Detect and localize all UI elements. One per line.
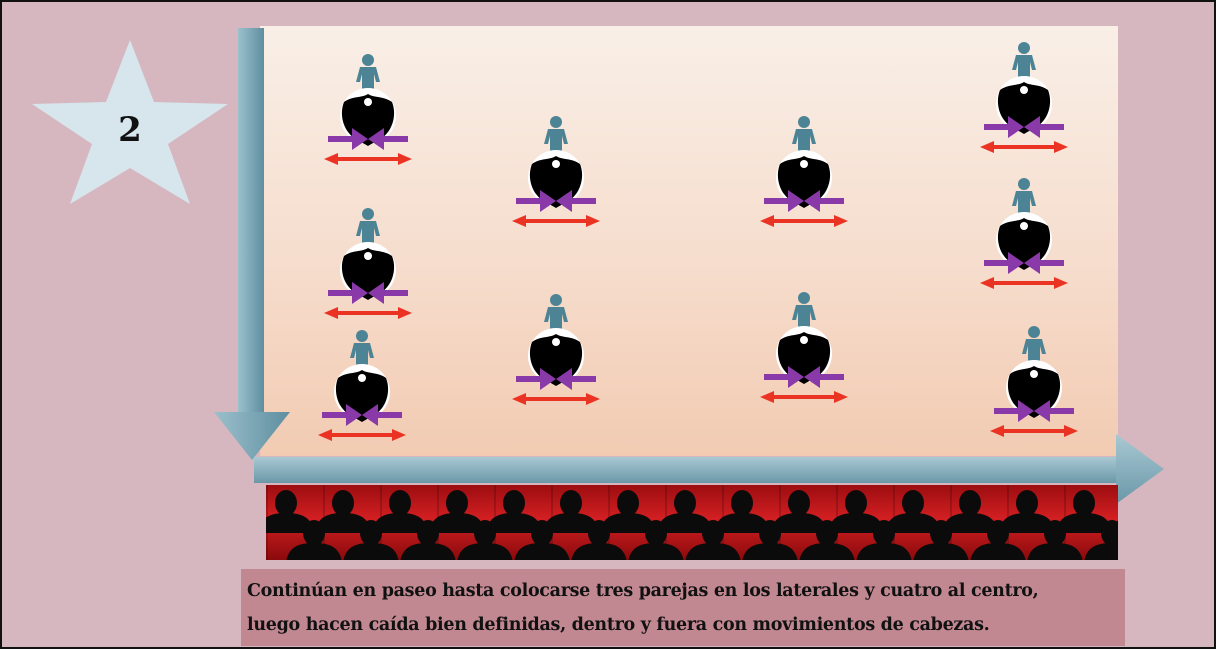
purple-converging-arrows-icon: [764, 190, 844, 212]
couple-center-right: [754, 292, 854, 403]
red-double-arrow-icon: [760, 215, 848, 227]
purple-converging-arrows-icon: [994, 400, 1074, 422]
couple-right-lateral: [974, 178, 1074, 289]
couple-center-left: [506, 294, 606, 405]
star-icon: [32, 40, 228, 204]
vertical-axis-arrow-icon: [214, 28, 290, 460]
purple-converging-arrows-icon: [764, 366, 844, 388]
dance-stage: [260, 26, 1118, 456]
couple-center-left: [506, 116, 606, 227]
red-double-arrow-icon: [318, 429, 406, 441]
red-double-arrow-icon: [324, 153, 412, 165]
caption-box: Continúan en paseo hasta colocarse tres …: [241, 569, 1125, 646]
red-double-arrow-icon: [512, 393, 600, 405]
red-double-arrow-icon: [980, 277, 1068, 289]
caption-line-1: Continúan en paseo hasta colocarse tres …: [247, 581, 1039, 601]
purple-converging-arrows-icon: [328, 128, 408, 150]
couple-center-right: [754, 116, 854, 227]
caption-line-2: luego hacen caída bien definidas, dentro…: [247, 615, 990, 635]
audience-seats: [266, 485, 1118, 560]
red-double-arrow-icon: [980, 141, 1068, 153]
purple-converging-arrows-icon: [328, 282, 408, 304]
purple-converging-arrows-icon: [984, 252, 1064, 274]
couple-left-lateral: [318, 54, 418, 165]
purple-converging-arrows-icon: [322, 404, 402, 426]
step-number: 2: [118, 110, 142, 150]
couple-right-lateral: [984, 326, 1084, 437]
red-double-arrow-icon: [990, 425, 1078, 437]
purple-converging-arrows-icon: [516, 190, 596, 212]
purple-converging-arrows-icon: [516, 368, 596, 390]
red-double-arrow-icon: [324, 307, 412, 319]
step-star: 2: [28, 38, 232, 206]
purple-converging-arrows-icon: [984, 116, 1064, 138]
red-double-arrow-icon: [760, 391, 848, 403]
audience-silhouette-icon: [266, 490, 1118, 560]
couple-left-lateral: [312, 330, 412, 441]
couple-left-lateral: [318, 208, 418, 319]
red-double-arrow-icon: [512, 215, 600, 227]
couple-right-lateral: [974, 42, 1074, 153]
horizontal-axis-arrow-icon: [254, 434, 1164, 504]
